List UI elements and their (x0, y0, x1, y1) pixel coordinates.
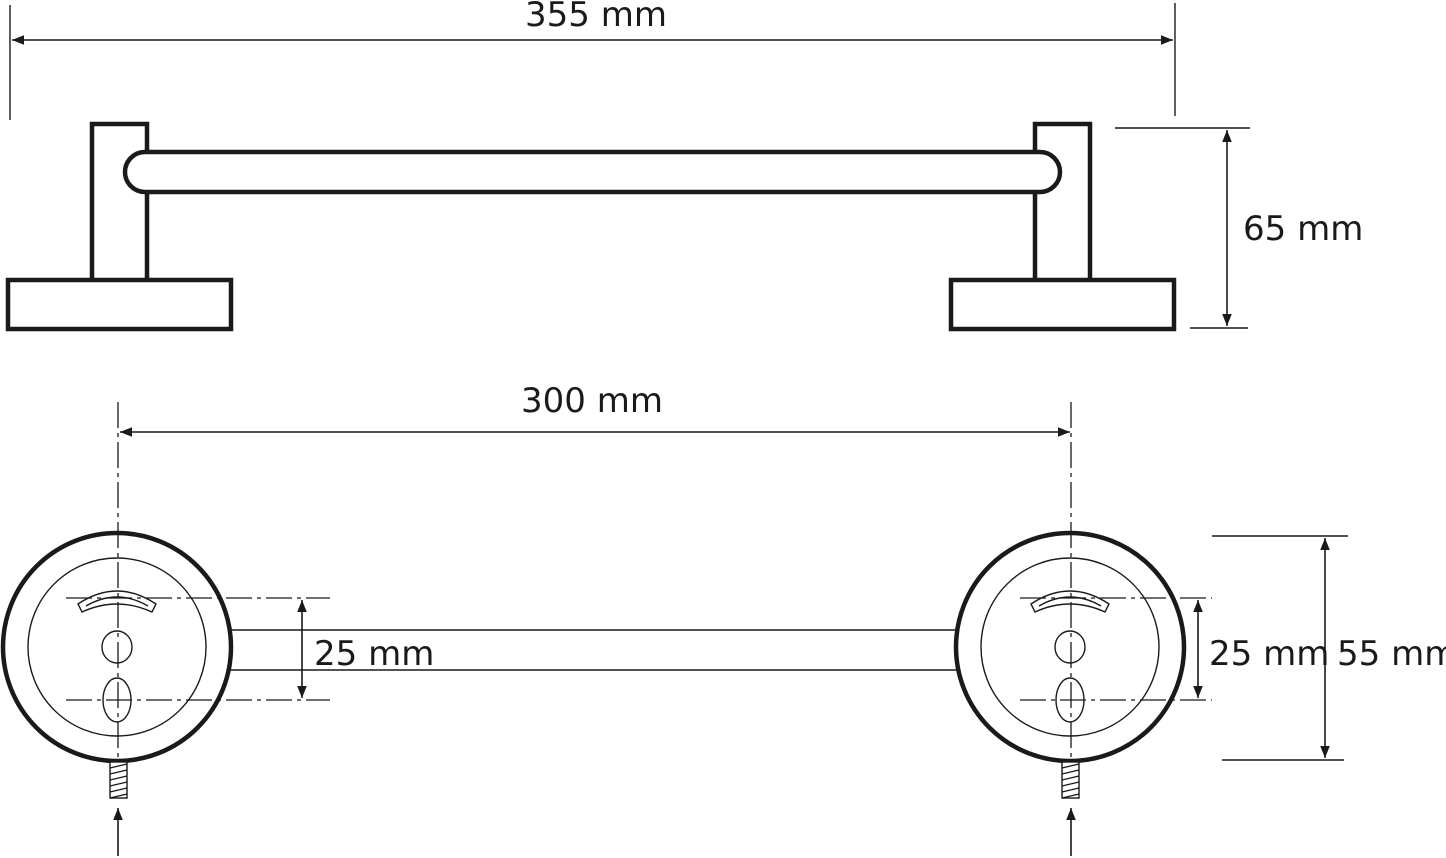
right-mount-inner-rim (980, 557, 1160, 737)
base-diameter-label: 55 mm (1337, 634, 1446, 674)
left-post (89, 121, 150, 285)
right-mount-hole (1054, 630, 1086, 664)
towel-bar (122, 149, 1063, 195)
left-screw (109, 761, 128, 799)
bar-top-view (228, 629, 958, 671)
mount-spacing-label: 300 mm (521, 381, 663, 421)
overall-length-label: 355 mm (525, 0, 667, 35)
left-mount-inner-rim (27, 557, 207, 737)
side-view (5, 121, 1177, 332)
left-hole-spacing-label: 25 mm (314, 634, 434, 674)
height-label: 65 mm (1243, 209, 1363, 249)
center-lines (66, 402, 1212, 760)
right-hole-spacing-label: 25 mm (1209, 634, 1329, 674)
right-mount (953, 530, 1187, 856)
left-base-plate (5, 277, 234, 332)
left-mount-hole (101, 630, 133, 664)
right-hole-spacing-dimension: 25 mm (1193, 600, 1329, 698)
height-dimension: 65 mm (1115, 127, 1363, 329)
left-mount-slot (77, 590, 157, 613)
mount-spacing-dimension: 300 mm (120, 381, 1070, 437)
overall-length-dimension: 355 mm (9, 0, 1176, 120)
right-post (1032, 121, 1093, 285)
left-mount (0, 530, 234, 856)
left-hole-spacing-dimension: 25 mm (297, 600, 434, 698)
right-mount-slot (1030, 590, 1110, 613)
base-diameter-dimension: 55 mm (1212, 535, 1446, 761)
right-base-plate (948, 277, 1177, 332)
right-screw (1061, 761, 1080, 799)
